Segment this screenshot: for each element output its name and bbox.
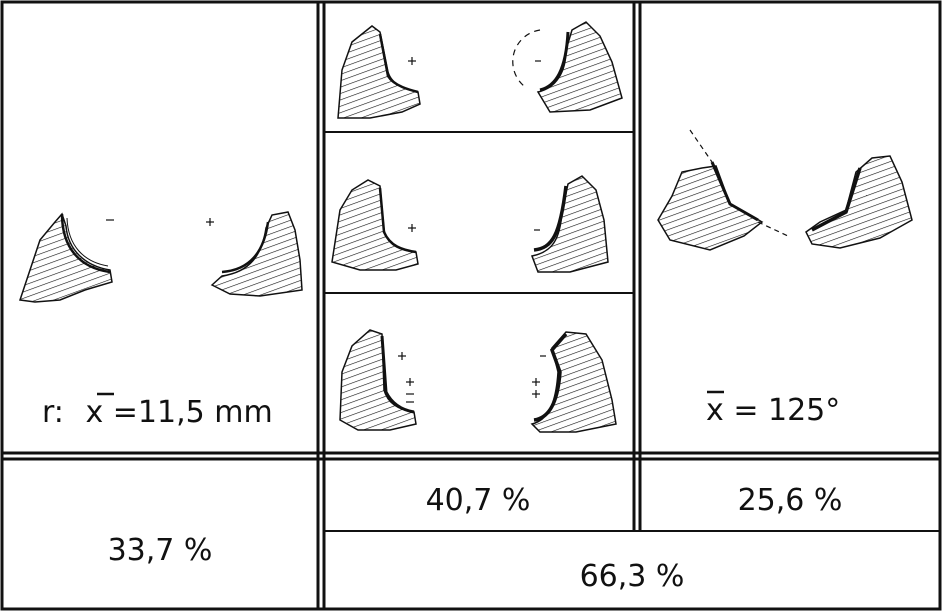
radius-formula: r: x =11,5 mm bbox=[42, 395, 273, 430]
percent-concave: 33,7 % bbox=[108, 533, 213, 568]
bent-profile-top-left bbox=[338, 26, 420, 118]
angled-profile-right bbox=[806, 156, 912, 248]
marker-plus bbox=[106, 218, 214, 226]
angle-formula: x = 125° bbox=[706, 393, 840, 428]
bent-profile-middle-right bbox=[532, 176, 608, 272]
concave-profile-left bbox=[20, 214, 112, 302]
percent-angled: 25,6 % bbox=[738, 483, 843, 518]
angle-symbol: x bbox=[706, 393, 724, 428]
bent-profile-top-right bbox=[513, 22, 622, 112]
angle-value: = 125° bbox=[733, 393, 840, 428]
bent-profile-bottom-right bbox=[532, 332, 616, 432]
radius-symbol: x bbox=[85, 395, 103, 430]
percent-combined: 66,3 % bbox=[580, 559, 685, 594]
angled-profile-left bbox=[658, 130, 788, 250]
bent-profile-bottom-left bbox=[340, 330, 416, 430]
bent-profile-middle-left bbox=[332, 180, 418, 270]
radius-prefix: r: bbox=[42, 395, 64, 430]
concave-profile-right bbox=[212, 212, 302, 296]
radius-value: =11,5 mm bbox=[113, 395, 273, 430]
percent-bent: 40,7 % bbox=[426, 483, 531, 518]
